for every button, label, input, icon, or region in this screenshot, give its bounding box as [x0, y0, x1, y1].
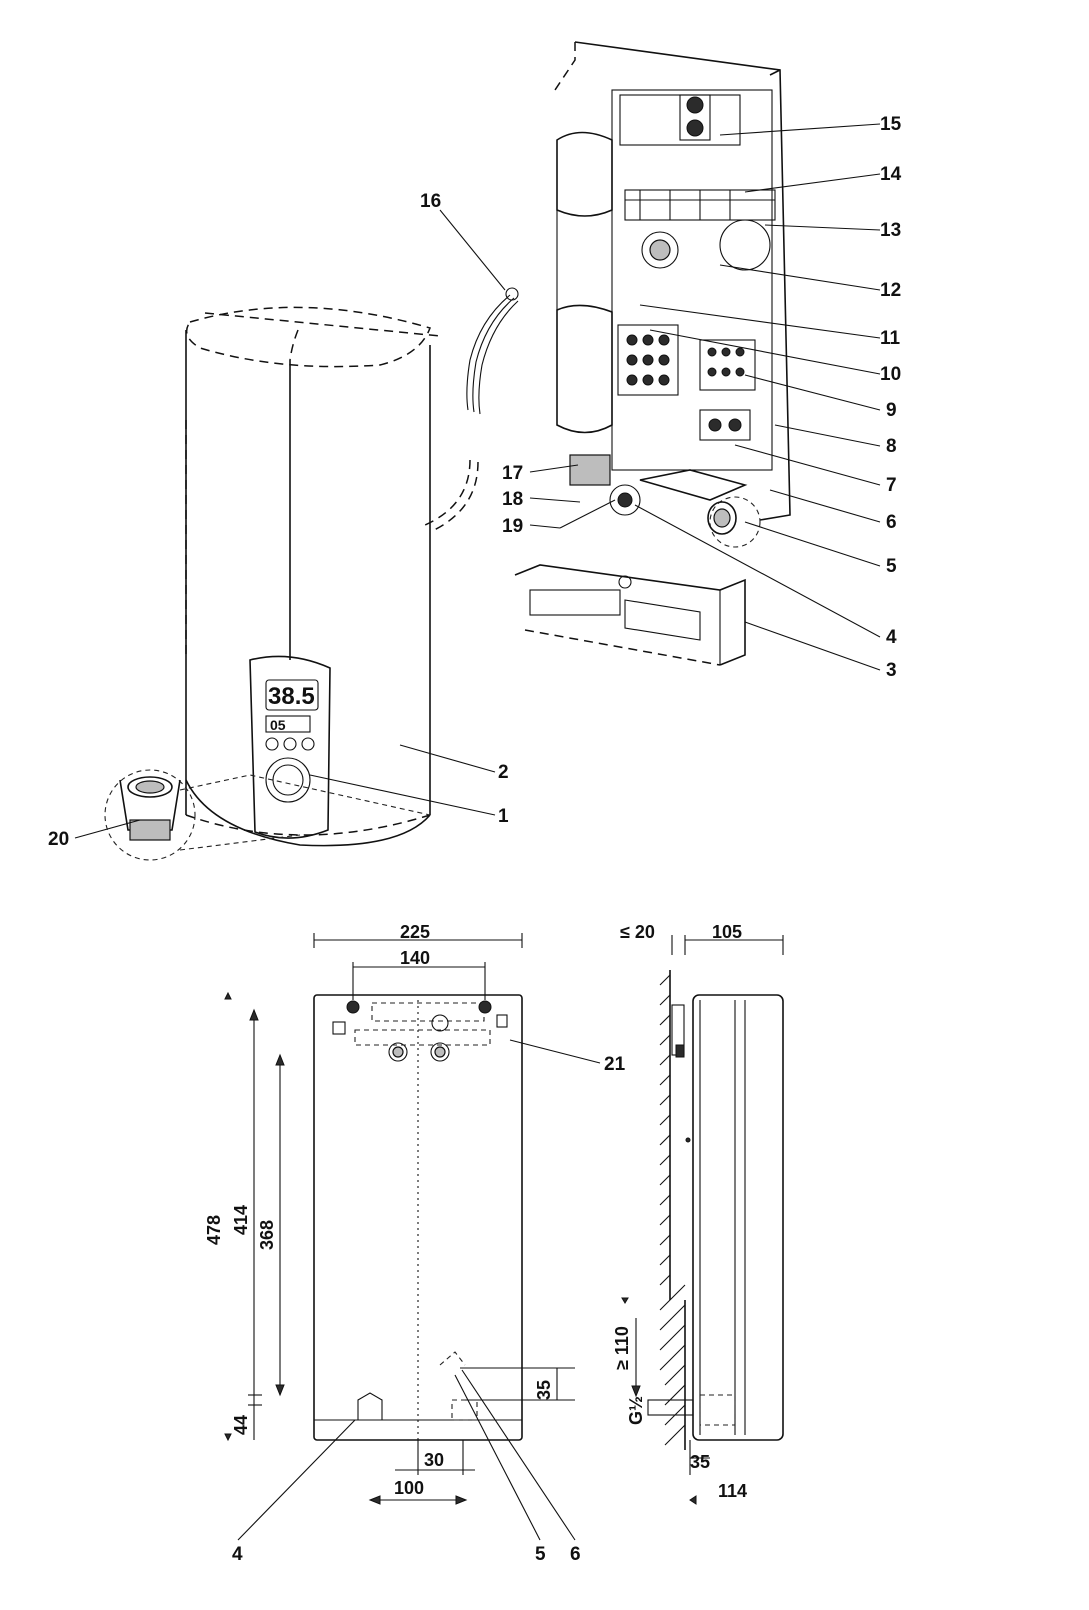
dim-height-bracket: 414	[231, 1205, 251, 1235]
dim-min-clearance: ≥ 110	[612, 1326, 632, 1370]
dim-connection-from-side: 100	[394, 1478, 424, 1498]
front-dimensions: 225 140 478 414 368 44 35 30 100 21 4 5 …	[204, 922, 626, 1565]
callout-1: 1	[498, 806, 509, 827]
callout-16: 16	[420, 191, 441, 212]
callout-18: 18	[502, 489, 523, 510]
dim-height-total: 478	[204, 1215, 224, 1245]
callout-8: 8	[886, 436, 897, 457]
terminal-strips	[617, 324, 756, 396]
callout-4-front: 4	[232, 1544, 243, 1565]
wall-hatching	[659, 974, 686, 1446]
dim-thread: G½	[626, 1396, 646, 1425]
control-panel: 38.5 05	[249, 655, 331, 839]
callout-5: 5	[886, 556, 897, 577]
cable-harness	[424, 287, 519, 533]
dim-connection-offset-v: 35	[534, 1380, 554, 1400]
callout-12: 12	[880, 280, 901, 301]
callout-7: 7	[886, 475, 897, 496]
callout-17: 17	[502, 463, 523, 484]
display-flow: 05	[270, 717, 286, 733]
dim-width-total: 225	[400, 922, 430, 942]
callout-21: 21	[604, 1054, 626, 1075]
callout-9: 9	[886, 400, 897, 421]
front-cover	[185, 306, 441, 847]
callout-5-front: 5	[535, 1544, 546, 1565]
display-temperature: 38.5	[268, 683, 315, 710]
dim-bracket-spacing: 140	[400, 948, 430, 968]
dim-pipe-protrusion: 35	[690, 1452, 710, 1472]
callout-11: 11	[880, 328, 901, 349]
dim-wall-gap: ≤ 20	[620, 922, 655, 942]
callout-4: 4	[886, 627, 897, 648]
dim-side-depth: 114	[718, 1481, 747, 1501]
dim-bottom-offset: 44	[231, 1415, 251, 1435]
callout-19: 19	[502, 516, 523, 537]
dim-depth: 105	[712, 922, 742, 942]
callout-3: 3	[886, 660, 897, 681]
mounting-clip	[104, 769, 431, 861]
callout-20: 20	[48, 829, 69, 850]
internal-unit	[554, 41, 791, 548]
bottom-bracket	[514, 564, 746, 666]
dim-height-inner: 368	[257, 1220, 277, 1250]
callout-6: 6	[886, 512, 897, 533]
callout-13: 13	[880, 220, 901, 241]
callout-6-front: 6	[570, 1544, 581, 1565]
callout-leaders	[74, 123, 881, 839]
callout-labels: 1 2 3 4 5 6 7 8 9 10 11 12 13 14 15 16 1…	[48, 114, 902, 850]
front-view	[313, 994, 523, 1441]
side-view: ≤ 20 105 ≥ 110 G½ 35 114	[612, 922, 784, 1505]
dim-connection-spacing: 30	[424, 1450, 444, 1470]
callout-2: 2	[498, 762, 509, 783]
callout-15: 15	[880, 114, 902, 135]
callout-10: 10	[880, 364, 901, 385]
callout-14: 14	[880, 164, 902, 185]
